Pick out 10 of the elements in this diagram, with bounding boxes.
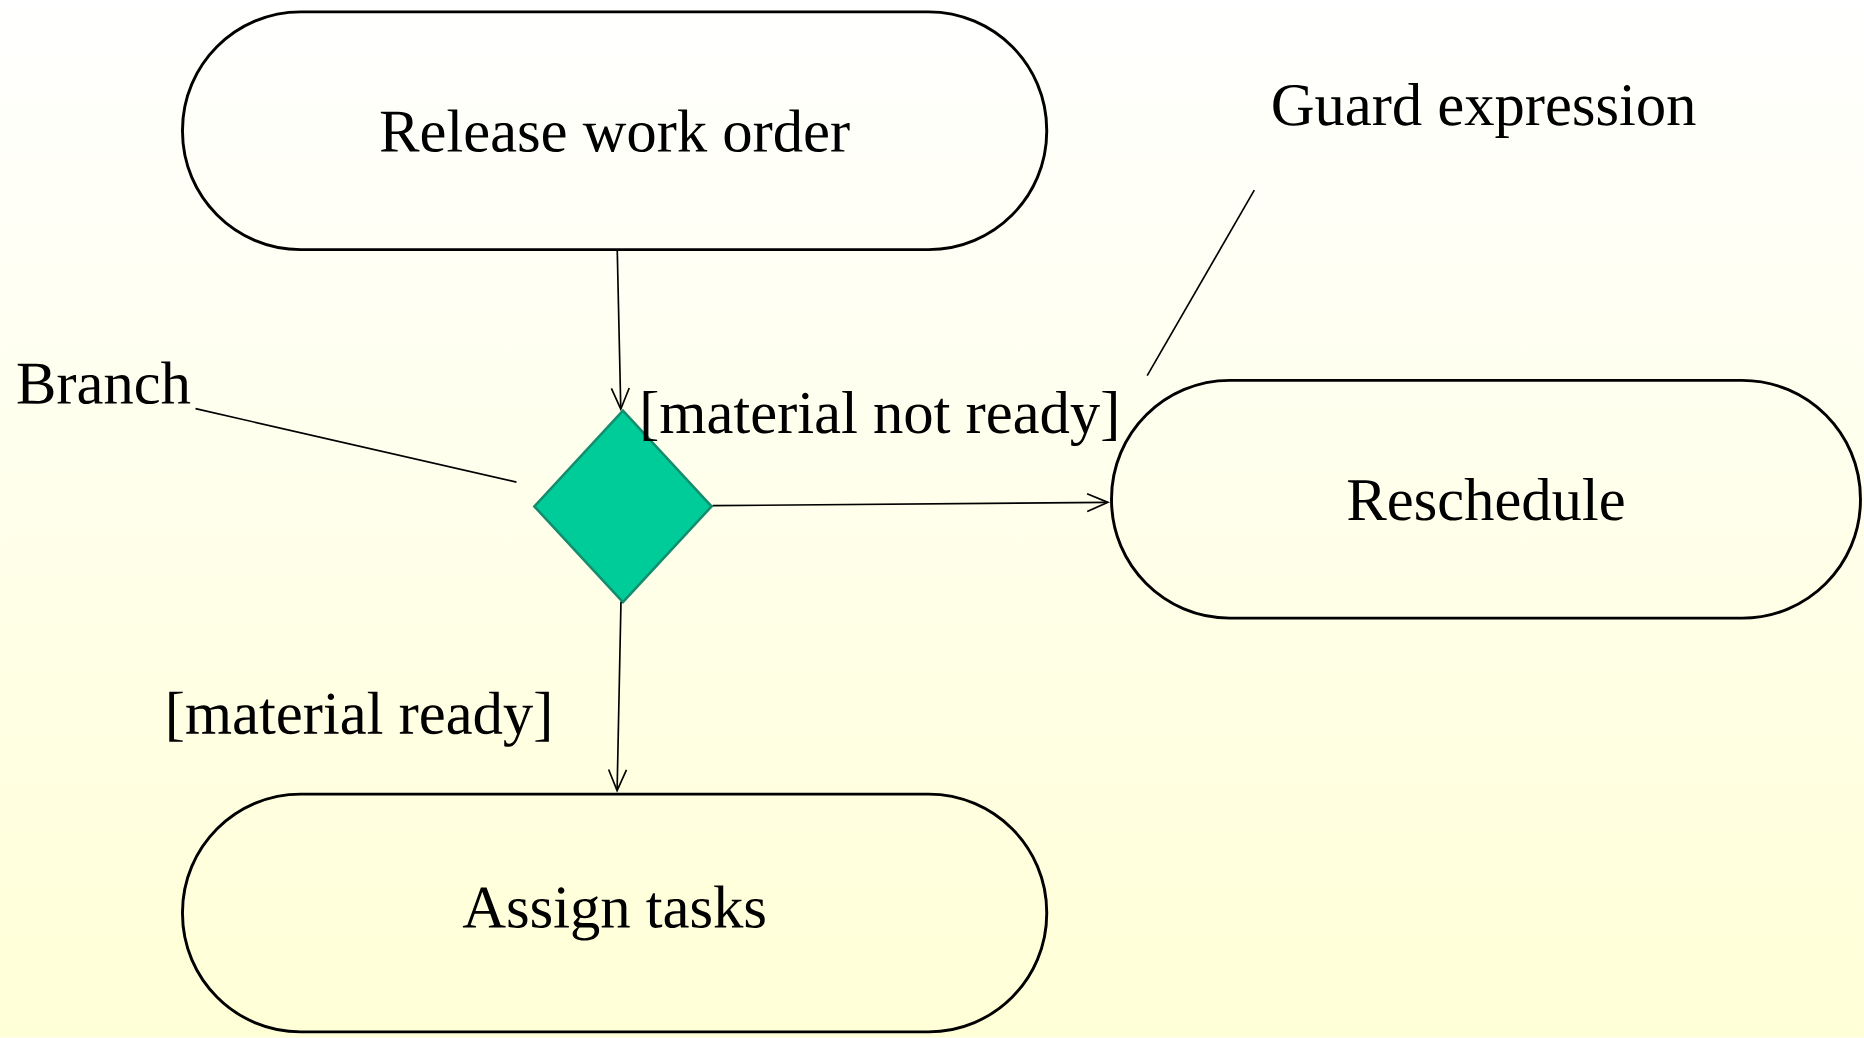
arrow xyxy=(607,601,628,793)
annotation-text: Branch xyxy=(17,361,191,405)
arrow xyxy=(711,492,1111,513)
activity-box: Release work order xyxy=(181,10,1049,252)
leader-line xyxy=(1146,189,1256,377)
annotation-text: Guard expression xyxy=(1273,83,1696,139)
activity-box: Assign tasks xyxy=(181,792,1049,1034)
guard-label: [material ready] xyxy=(169,691,549,747)
leader-line xyxy=(194,407,518,483)
arrow xyxy=(610,250,631,412)
